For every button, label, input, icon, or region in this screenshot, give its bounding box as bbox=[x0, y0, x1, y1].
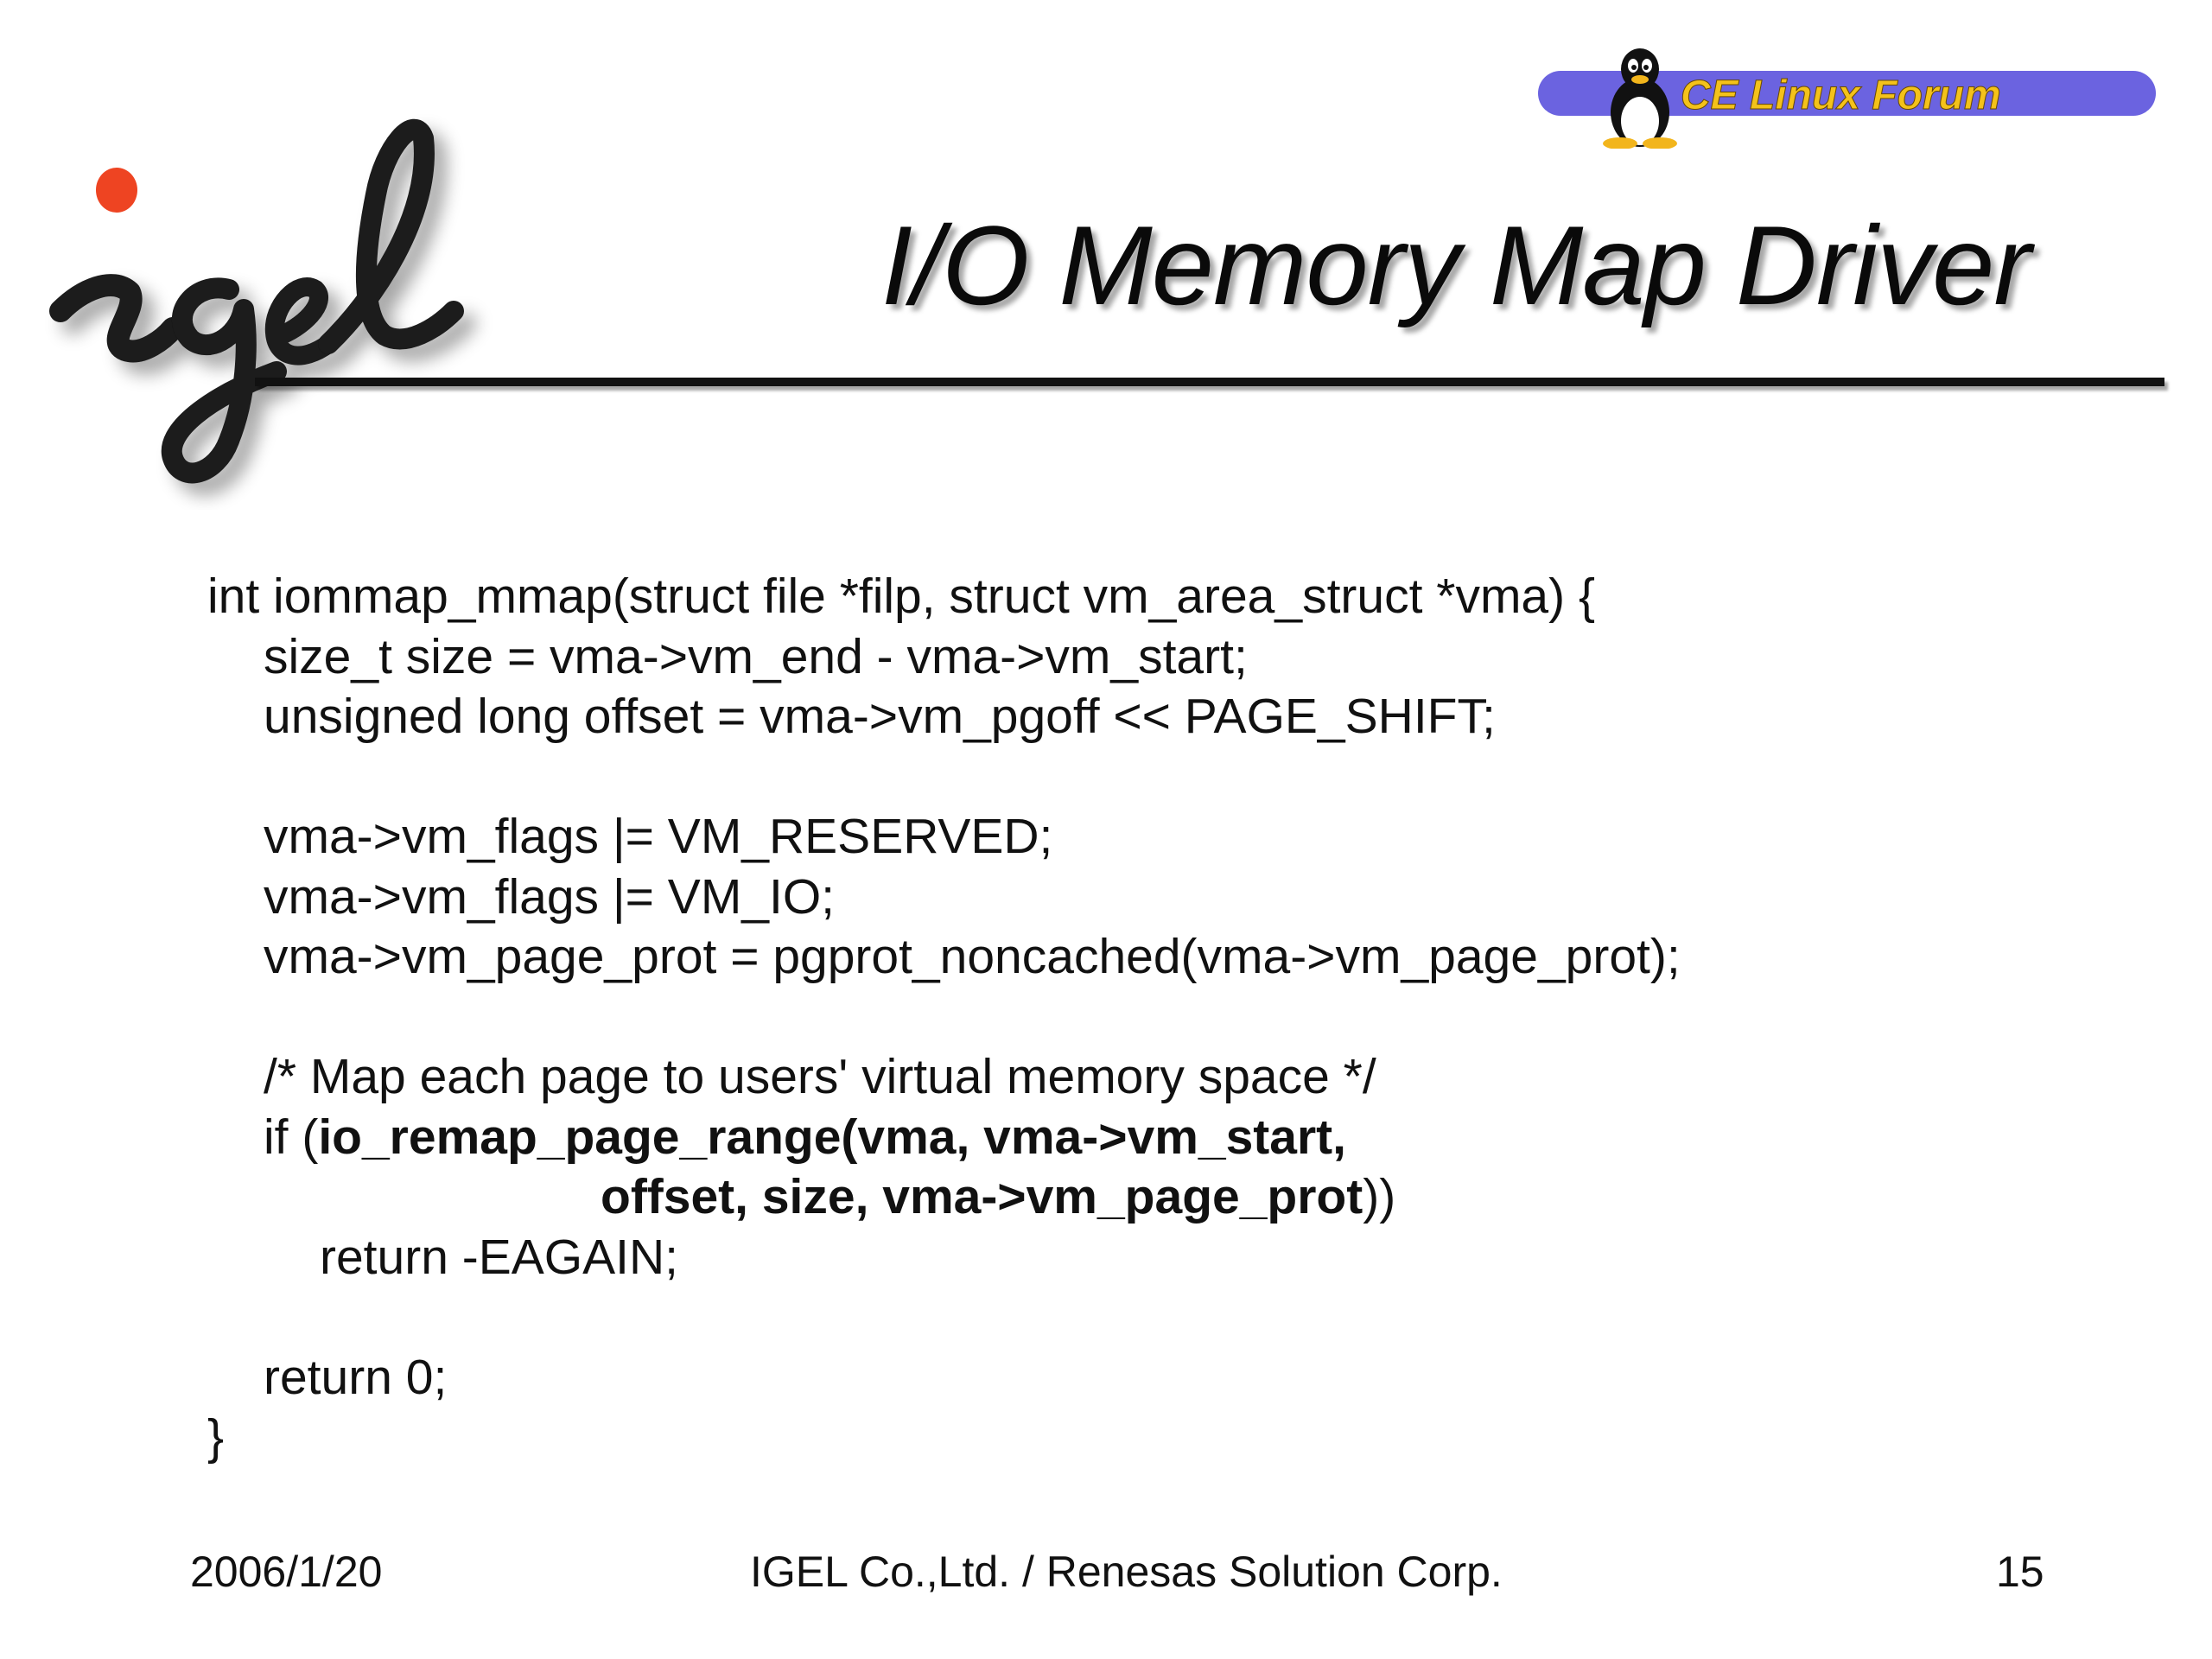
igel-logo bbox=[49, 118, 464, 484]
code-line: vma->vm_flags |= VM_RESERVED; bbox=[264, 809, 1053, 864]
code-line: if (io_remap_page_range(vma, vma->vm_sta… bbox=[264, 1107, 1346, 1167]
code-line: offset, size, vma->vm_page_prot)) bbox=[601, 1166, 1395, 1227]
code-line: } bbox=[207, 1409, 225, 1465]
code-line: unsigned long offset = vma->vm_pgoff << … bbox=[264, 689, 1496, 744]
tux-penguin-icon bbox=[1603, 48, 1677, 149]
code-line: vma->vm_flags |= VM_IO; bbox=[264, 869, 836, 925]
code-line: return -EAGAIN; bbox=[320, 1230, 678, 1285]
code-text-bold: offset, size, vma->vm_page_prot bbox=[601, 1169, 1363, 1224]
code-comment: /* Map each page to users' virtual memor… bbox=[264, 1049, 1376, 1104]
code-line: size_t size = vma->vm_end - vma->vm_star… bbox=[264, 629, 1248, 684]
title-divider bbox=[255, 378, 2164, 386]
footer-date: 2006/1/20 bbox=[190, 1548, 383, 1596]
code-text-bold: io_remap_page_range(vma, vma->vm_start, bbox=[318, 1109, 1346, 1165]
code-line: vma->vm_page_prot = pgprot_noncached(vma… bbox=[264, 929, 1681, 984]
code-line: return 0; bbox=[264, 1350, 448, 1405]
igel-logo-dot bbox=[96, 168, 137, 213]
code-line: int iommap_mmap(struct file *filp, struc… bbox=[207, 569, 1595, 624]
footer-company: IGEL Co.,Ltd. / Renesas Solution Corp. bbox=[750, 1548, 1503, 1596]
footer-page-number: 15 bbox=[1996, 1548, 2044, 1596]
code-text: )) bbox=[1363, 1169, 1396, 1224]
ce-linux-forum-banner: CE Linux Forum bbox=[1538, 48, 2156, 149]
code-text: if ( bbox=[264, 1109, 319, 1165]
banner-text: CE Linux Forum bbox=[1681, 73, 2001, 118]
slide-title: I/O Memory Map Driver bbox=[881, 202, 2031, 328]
